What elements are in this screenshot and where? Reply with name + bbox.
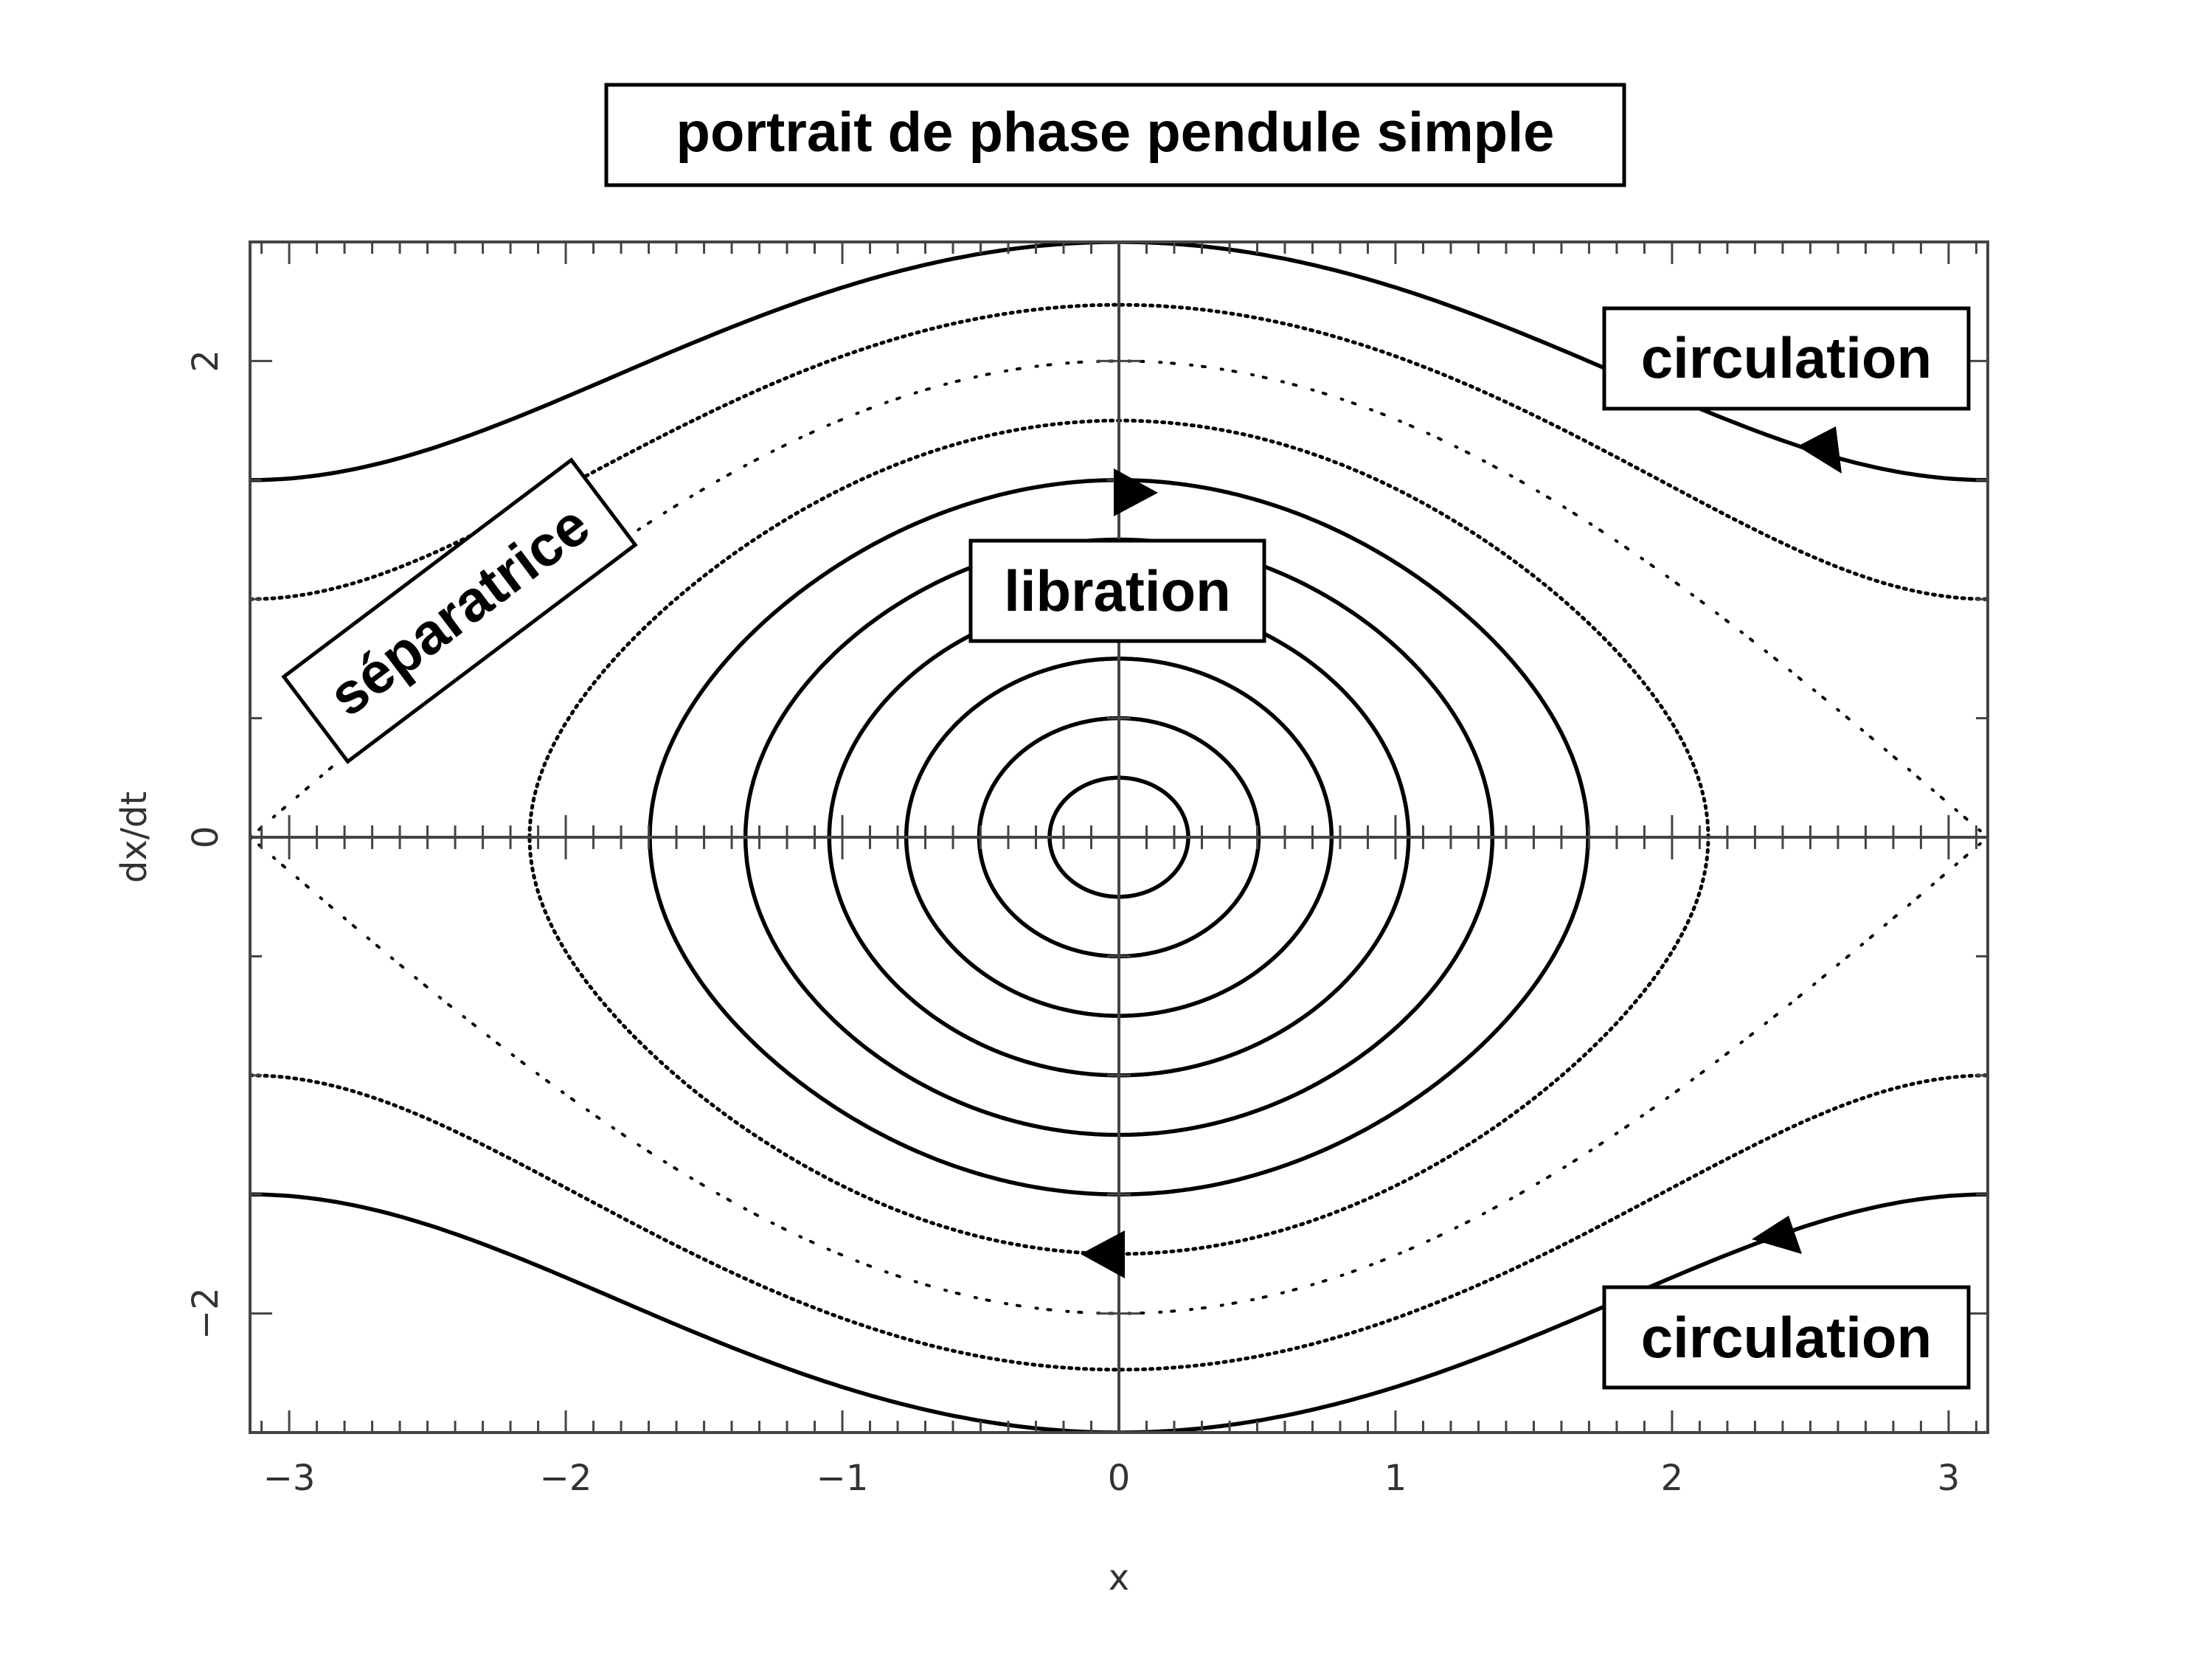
title-box: portrait de phase pendule simple <box>604 83 1626 187</box>
annotation-separatrice: séparatrice <box>281 457 638 764</box>
arrow-up-right <box>1114 468 1158 516</box>
arrow-down-left <box>1081 1230 1125 1278</box>
x-tick-label: −2 <box>540 1458 592 1499</box>
chart-title: portrait de phase pendule simple <box>676 101 1555 164</box>
x-tick-label: 0 <box>1108 1458 1131 1499</box>
y-tick-label: 2 <box>185 350 226 373</box>
x-axis-title: x <box>1109 1557 1129 1599</box>
y-axis-title: dx/dt <box>114 792 155 883</box>
circulation-curve-8-lower <box>250 1073 1988 1372</box>
arrow-circulation-top <box>1797 426 1842 474</box>
annotation-circulation-top-text: circulation <box>1641 325 1932 390</box>
x-tick-label: −3 <box>263 1458 316 1499</box>
annotation-circulation-bottom: circulation <box>1602 1285 1971 1390</box>
annotation-libration-text: libration <box>1004 558 1231 623</box>
x-tick-label: 3 <box>1938 1458 1960 1499</box>
y-tick-label: −2 <box>185 1287 226 1340</box>
annotation-circulation-top: circulation <box>1602 306 1971 411</box>
x-tick-label: 1 <box>1384 1458 1407 1499</box>
annotation-circulation-bottom-text: circulation <box>1641 1305 1932 1370</box>
annotation-libration: libration <box>968 538 1266 643</box>
x-tick-label: 2 <box>1661 1458 1684 1499</box>
annotation-separatrice-text: séparatrice <box>317 492 601 729</box>
y-tick-label: 0 <box>185 826 226 849</box>
arrow-circulation-bottom <box>1752 1216 1802 1254</box>
x-tick-label: −1 <box>817 1458 869 1499</box>
circulation-curve-9-lower <box>250 1192 1988 1433</box>
